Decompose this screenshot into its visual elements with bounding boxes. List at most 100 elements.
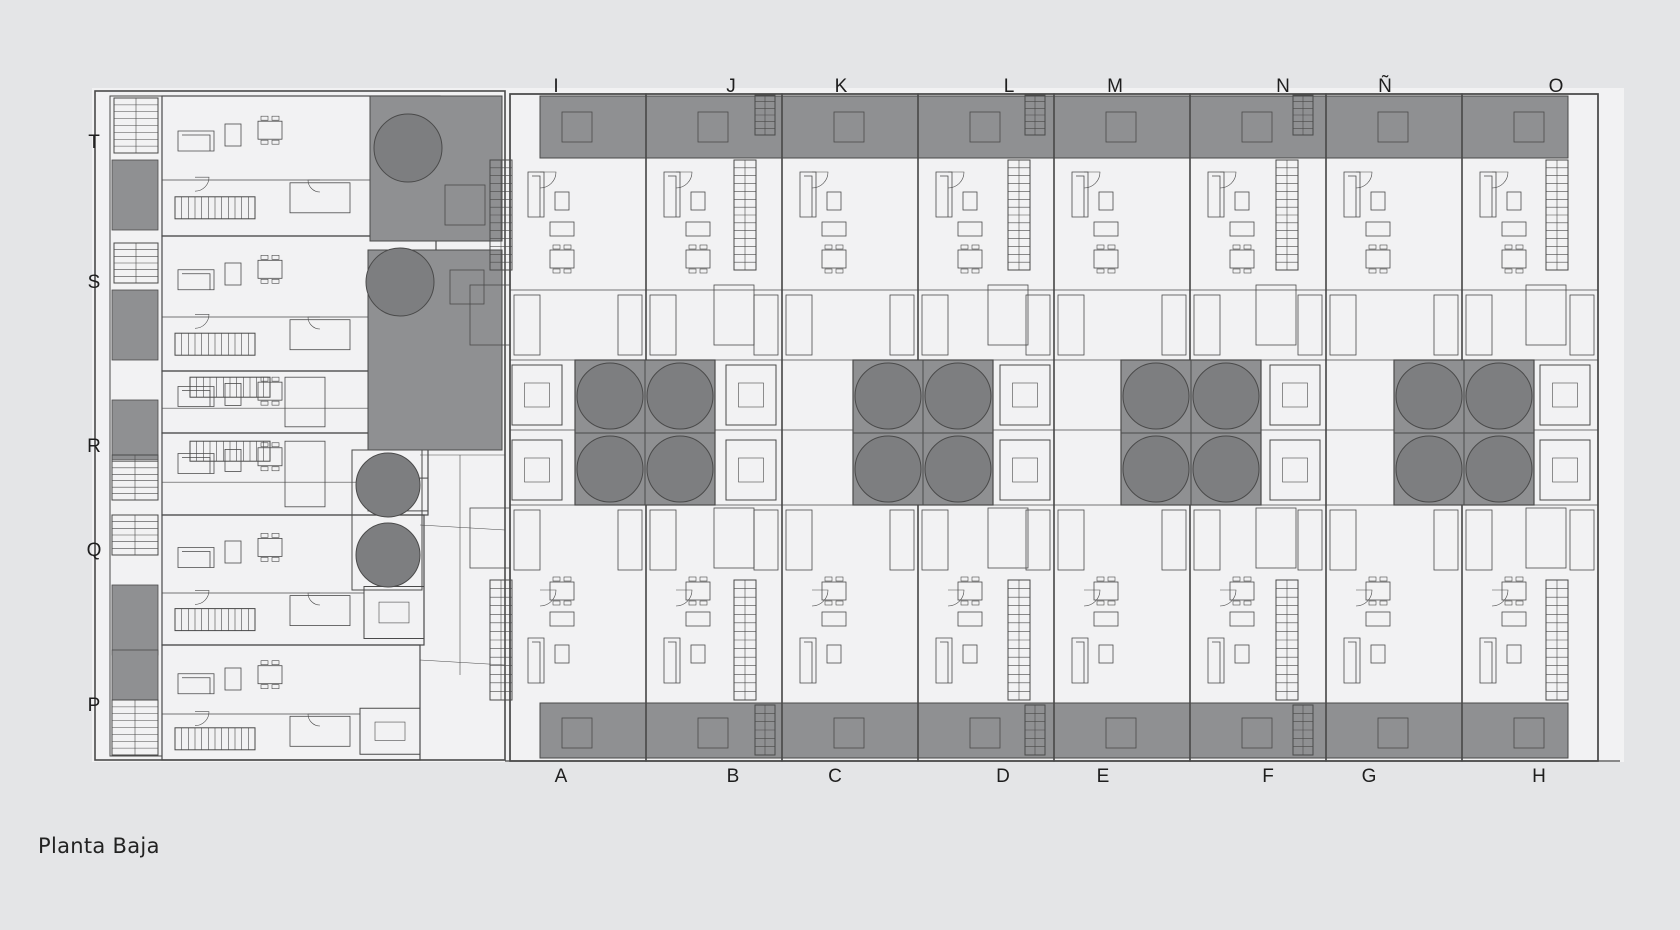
chair [971, 268, 980, 274]
bed [738, 457, 764, 483]
chair [1107, 576, 1116, 582]
dining-table [957, 249, 983, 269]
coffee-table [957, 221, 983, 237]
terrace-table [1513, 111, 1545, 143]
chair [688, 268, 697, 274]
coffee-table [549, 221, 575, 237]
chair [563, 576, 572, 582]
chair [1368, 244, 1377, 250]
door-swing [675, 589, 693, 607]
door-swing [811, 589, 829, 607]
bed [1552, 382, 1578, 408]
chair [260, 139, 269, 145]
chair [1504, 576, 1513, 582]
kitchen-counter [1329, 509, 1357, 571]
chair [1232, 268, 1241, 274]
chair [1107, 268, 1116, 274]
cabinet [224, 667, 242, 691]
chair [271, 660, 280, 666]
chair [563, 268, 572, 274]
dining-table [257, 259, 283, 279]
chair [552, 268, 561, 274]
cabinet [224, 262, 242, 286]
row-label: R [87, 436, 101, 457]
sofa [1343, 637, 1361, 684]
armchair [1370, 191, 1386, 211]
cabinet [224, 123, 242, 147]
kitchen-counter [1465, 294, 1493, 356]
bed [524, 382, 550, 408]
armchair [1370, 644, 1386, 664]
coffee-table [821, 221, 847, 237]
chair [1504, 600, 1513, 606]
round-patio-table [924, 435, 992, 503]
kitchen-counter [1465, 509, 1493, 571]
terrace-table [969, 111, 1001, 143]
bedroom [1269, 439, 1321, 501]
chair [1107, 600, 1116, 606]
dining-table [1229, 249, 1255, 269]
coffee-table [1093, 221, 1119, 237]
bed [1282, 457, 1308, 483]
chair [260, 533, 269, 538]
chair [1107, 244, 1116, 250]
round-patio-table [576, 435, 644, 503]
chair [1368, 268, 1377, 274]
sofa [527, 637, 545, 684]
west-patio-frame [351, 449, 423, 591]
door-swing [1491, 589, 1509, 607]
armchair [554, 191, 570, 211]
coffee-table [1365, 221, 1391, 237]
round-patio-table [365, 247, 435, 317]
sofa [935, 171, 953, 218]
cabinet [224, 382, 242, 406]
bedroom [511, 439, 563, 501]
bathroom [289, 715, 351, 747]
chair [260, 278, 269, 284]
bedroom [999, 364, 1051, 426]
terrace-table [1241, 717, 1273, 749]
chair [260, 660, 269, 666]
round-patio-table [1465, 362, 1533, 430]
round-patio-table [355, 522, 421, 588]
chair [1515, 576, 1524, 582]
terrace-table [1241, 111, 1273, 143]
door-swing [1083, 589, 1101, 607]
coffee-table [957, 611, 983, 627]
bed [374, 721, 406, 741]
chair [1368, 600, 1377, 606]
kitchen-counter [513, 294, 541, 356]
terrace-table [1513, 717, 1545, 749]
column-label-bottom: B [727, 766, 740, 787]
kitchen-counter [1025, 294, 1051, 356]
kitchen-counter [1329, 294, 1357, 356]
kitchen-counter [1025, 509, 1051, 571]
door-swing [307, 592, 321, 606]
column-label-bottom: H [1532, 766, 1546, 787]
round-patio-table [1122, 435, 1190, 503]
chair [688, 244, 697, 250]
plan-caption: Planta Baja [38, 834, 160, 858]
chair [271, 400, 280, 406]
bed [1012, 457, 1038, 483]
sofa [527, 171, 545, 218]
coffee-table [1501, 611, 1527, 627]
chair [1379, 268, 1388, 274]
chair [260, 466, 269, 472]
armchair [1506, 191, 1522, 211]
sofa [799, 637, 817, 684]
round-patio-table [1122, 362, 1190, 430]
dining-table [257, 538, 283, 557]
door-swing [539, 171, 557, 189]
chair [1379, 576, 1388, 582]
terrace-table [1105, 111, 1137, 143]
armchair [962, 191, 978, 211]
chair [271, 115, 280, 121]
kitchen-counter [889, 294, 915, 356]
coffee-table [685, 611, 711, 627]
terrace-table [697, 717, 729, 749]
column-label-bottom: A [555, 766, 568, 787]
chair [271, 557, 280, 562]
chair [835, 600, 844, 606]
shaded-patio [111, 399, 159, 461]
